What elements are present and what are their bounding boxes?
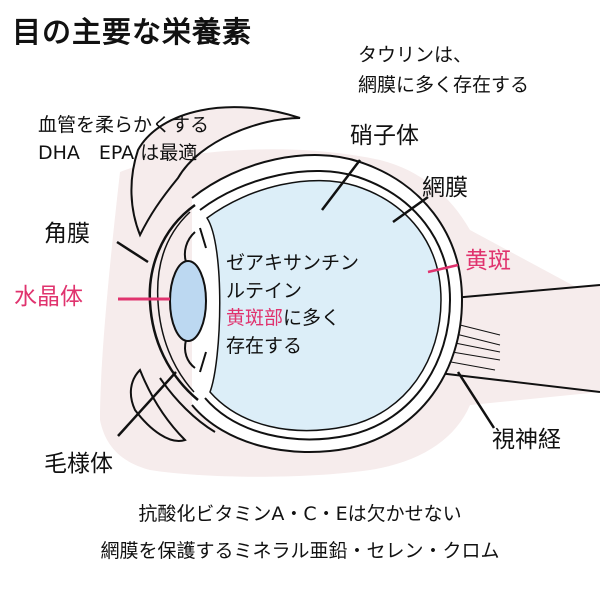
taurine-note-line2: 網膜に多く存在する	[358, 74, 529, 98]
center-line3-highlight: 黄斑部	[226, 307, 283, 329]
bottom-line2: 網膜を保護するミネラル亜鉛・セレン・クロム	[0, 540, 600, 564]
center-line3-rest: に多く	[283, 307, 340, 329]
dha-note-line2: DHA EPA は最適	[38, 142, 197, 166]
center-line1: ゼアキサンチン	[226, 250, 359, 278]
page-title: 目の主要な栄養素	[12, 14, 252, 50]
center-line2: ルテイン	[226, 278, 359, 306]
center-line3: 黄斑部に多く	[226, 305, 359, 333]
label-vitreous: 硝子体	[350, 122, 419, 151]
center-text-block: ゼアキサンチン ルテイン 黄斑部に多く 存在する	[226, 250, 359, 360]
label-macula: 黄斑	[465, 247, 511, 276]
taurine-note-line1: タウリンは、	[358, 44, 472, 68]
bottom-line1: 抗酸化ビタミンA・C・Eは欠かせない	[0, 503, 600, 527]
label-ciliary-body: 毛様体	[44, 450, 113, 479]
center-line4: 存在する	[226, 333, 359, 361]
label-cornea: 角膜	[44, 220, 90, 249]
lens-shape	[170, 261, 206, 341]
dha-note-line1: 血管を柔らかくする	[38, 114, 209, 138]
label-retina: 網膜	[422, 174, 468, 203]
label-lens: 水晶体	[14, 283, 83, 312]
label-optic-nerve: 視神経	[492, 426, 561, 455]
